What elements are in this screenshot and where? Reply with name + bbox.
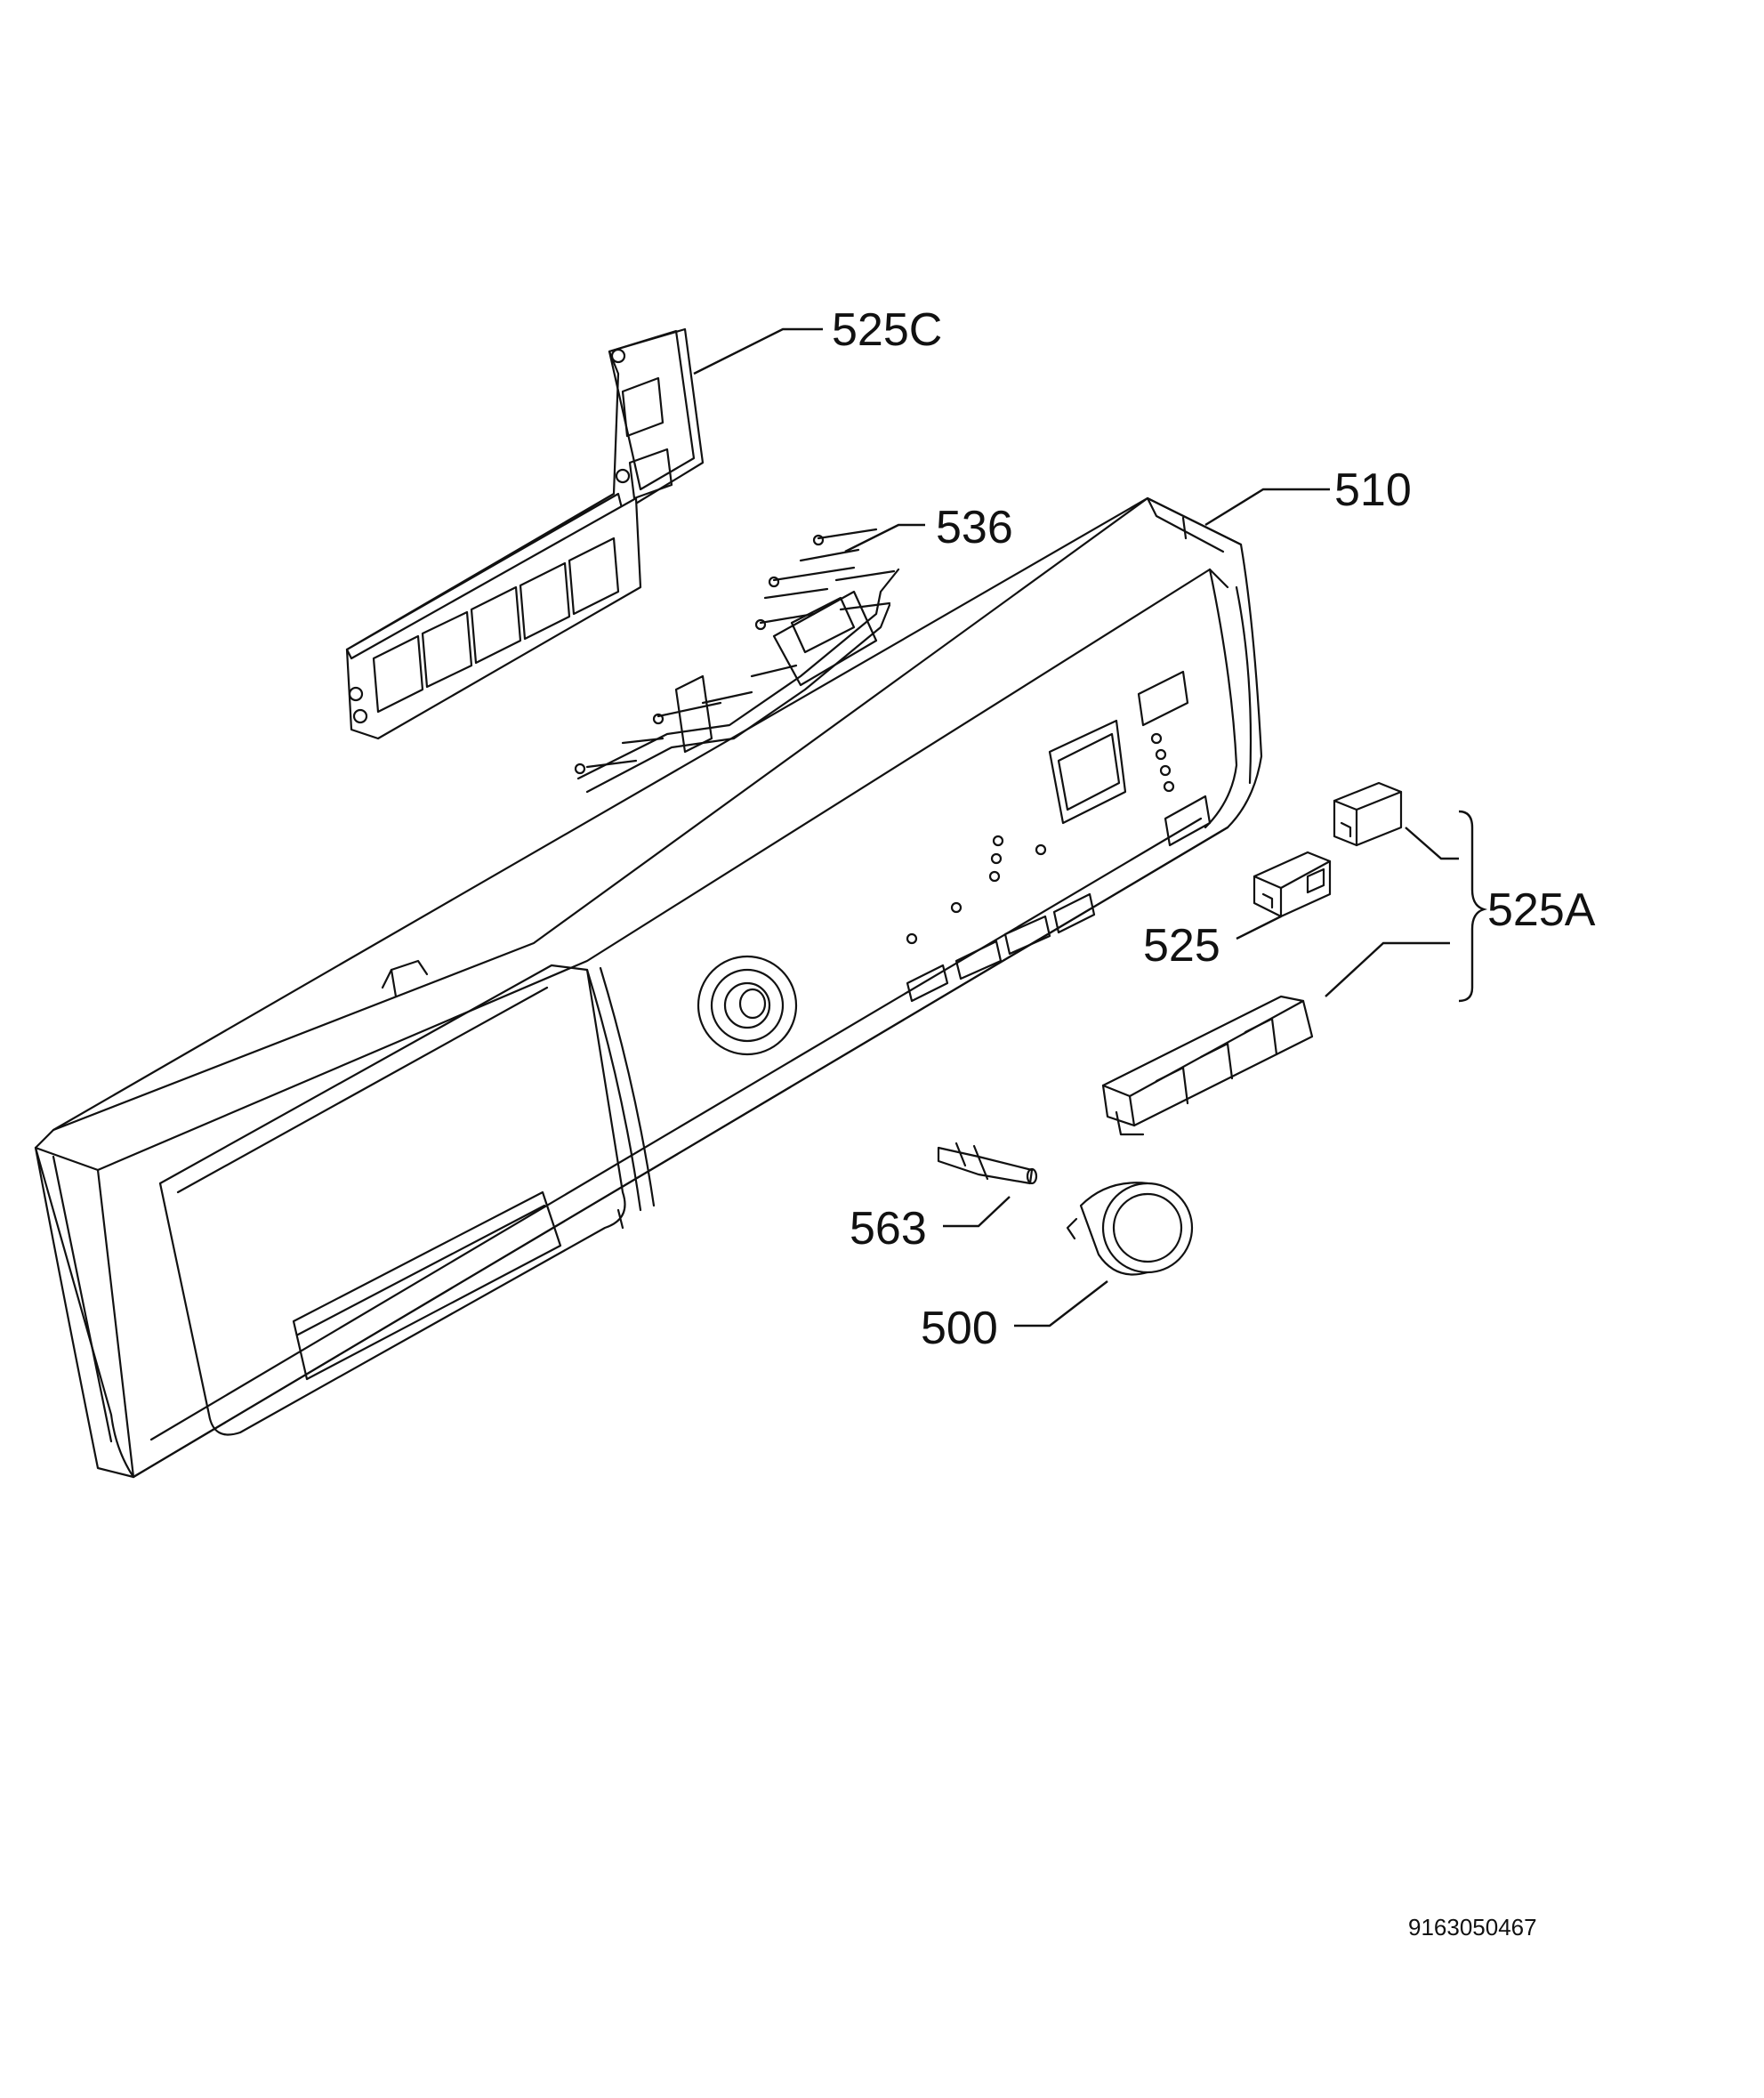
callout-525: 525: [1143, 920, 1220, 972]
light-guide-pins: [574, 528, 900, 794]
callout-labels: 525C 510 536 525A 525 563 500 9163050467: [832, 304, 1596, 1941]
knob-500: [1066, 1182, 1194, 1276]
leader-lines: [693, 327, 1488, 1327]
button-525: [1253, 851, 1332, 918]
button-holder-bracket: [345, 327, 705, 740]
button-strip-525A: [1101, 995, 1314, 1136]
control-panel-fascia: [34, 496, 1263, 1479]
callout-525C: 525C: [832, 304, 942, 356]
callout-536: 536: [936, 502, 1013, 553]
callout-563: 563: [850, 1203, 927, 1255]
callout-510: 510: [1334, 464, 1412, 516]
callout-525A: 525A: [1487, 884, 1596, 936]
callout-500: 500: [921, 1303, 998, 1354]
button-525A-single: [1333, 781, 1403, 847]
document-number: 9163050467: [1408, 1914, 1537, 1941]
shaft-563: [937, 1142, 1038, 1185]
